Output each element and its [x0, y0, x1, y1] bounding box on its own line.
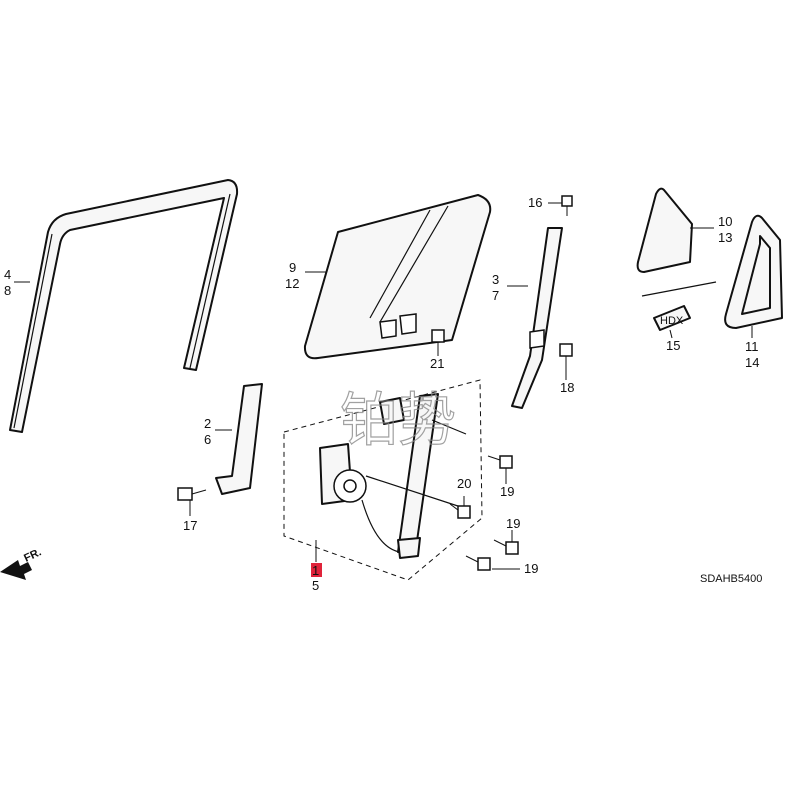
highlight-box — [311, 563, 322, 577]
window-regulator — [283, 379, 483, 581]
diagram-code: SDAHB5400 — [700, 573, 762, 585]
emblem-text: HDX — [660, 315, 684, 327]
emblem: HDX — [641, 281, 717, 331]
watermark: 铂势 — [340, 386, 456, 454]
label-part-3: 3 — [492, 272, 499, 287]
bolt-21 — [431, 329, 445, 350]
label-part-12: 12 — [285, 276, 299, 291]
leader-lines — [14, 202, 753, 570]
label-part-15: 15 — [666, 338, 680, 353]
label-part-4: 4 — [4, 267, 11, 282]
front-arrow: FR. — [0, 546, 43, 580]
front-arrow-text: FR. — [22, 546, 43, 564]
label-part-13: 13 — [718, 230, 732, 245]
bolt-20 — [449, 503, 471, 519]
door-glass — [303, 194, 492, 360]
label-part-14: 14 — [745, 355, 759, 370]
rear-channel — [511, 227, 563, 409]
label-part-5: 5 — [312, 578, 319, 593]
label-part-1: 1 — [312, 563, 319, 578]
label-part-19-b: 19 — [506, 516, 520, 531]
bolt-19a — [487, 455, 513, 469]
label-part-20: 20 — [457, 476, 471, 491]
label-part-10: 10 — [718, 214, 732, 229]
bolt-19c — [465, 555, 491, 571]
label-part-6: 6 — [204, 432, 211, 447]
label-part-19-c: 19 — [524, 561, 538, 576]
label-part-7: 7 — [492, 288, 499, 303]
label-part-11: 11 — [745, 339, 759, 354]
label-part-2: 2 — [204, 416, 211, 431]
quarter-glass — [636, 187, 693, 273]
door-sash-weatherstrip — [9, 179, 239, 433]
bolt-19b — [493, 539, 519, 555]
label-part-21: 21 — [430, 356, 444, 371]
center-channel — [215, 383, 263, 495]
label-part-19-a: 19 — [500, 484, 514, 499]
label-part-17: 17 — [183, 518, 197, 533]
quarter-glass-weatherstrip — [724, 214, 783, 329]
label-part-18: 18 — [560, 380, 574, 395]
bolt-17 — [177, 487, 207, 501]
bolt-18 — [559, 343, 573, 362]
label-part-8: 8 — [4, 283, 11, 298]
label-part-9: 9 — [289, 260, 296, 275]
label-part-16: 16 — [528, 195, 542, 210]
bolt-16 — [561, 195, 573, 216]
